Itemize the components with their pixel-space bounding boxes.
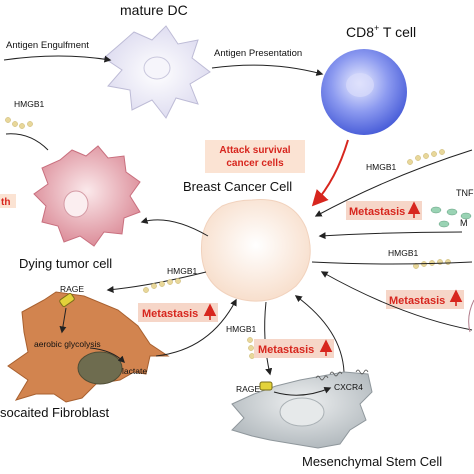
msc-nucleus: [279, 397, 325, 427]
label-mature-dc: mature DC: [120, 2, 188, 18]
label-fibroblast: socaited Fibroblast: [0, 405, 109, 420]
dying-tumor-cell: [33, 145, 141, 247]
hmgb1-label-msc: HMGB1: [226, 324, 257, 334]
metastasis-box-right-2: [386, 290, 464, 309]
hmgb1-dots-top-left: [5, 117, 33, 129]
hmgb1-dots-fibroblast: [143, 278, 181, 293]
arrow-glycolysis-to-lactate: [89, 347, 125, 363]
attack-line-1: Attack survival: [219, 145, 290, 156]
th-partial-box: [0, 194, 16, 208]
metastasis-right-1: Metastasis: [349, 206, 405, 218]
label-antigen-engulfment: Antigen Engulfment: [6, 40, 89, 51]
cxcr4-label: CXCR4: [334, 382, 363, 392]
label-cd8-t-cell: CD8+ T cell: [346, 23, 416, 40]
metastasis-fibroblast: Metastasis: [142, 308, 198, 320]
hmgb1-label-right-bottom: HMGB1: [388, 248, 419, 258]
aerobic-glycolysis-label: aerobic glycolysis: [34, 339, 101, 349]
mature-dc-nucleus: [143, 56, 171, 80]
metastasis-box-msc: [254, 339, 334, 358]
rage-label-msc: RAGE: [236, 384, 260, 394]
arrow-antigen-engulfment: [3, 55, 112, 63]
tnf-partial: TNF: [456, 188, 474, 198]
metastasis-msc: Metastasis: [258, 344, 314, 356]
lactate-label: lactate: [122, 366, 147, 376]
t-cell-nucleus: [346, 73, 374, 97]
th-partial-text: th: [1, 197, 10, 208]
arrow-msc-to-cancer: [294, 295, 345, 373]
fibroblast-cell: [7, 291, 170, 403]
rage-label-fibroblast: RAGE: [60, 284, 84, 294]
hmgb1-dots-msc: [247, 337, 255, 359]
metastasis-box-fibroblast: [138, 303, 218, 322]
label-dying-tumor-cell: Dying tumor cell: [19, 256, 112, 271]
attack-box: [205, 140, 305, 173]
label-antigen-presentation: Antigen Presentation: [214, 48, 302, 59]
arrow-cancer-to-msc: [264, 301, 273, 376]
arrow-right-mid-to-cancer: [318, 231, 463, 240]
arrow-antigen-presentation: [211, 64, 324, 76]
hmgb1-label-right-top: HMGB1: [366, 162, 397, 172]
arrow-cancer-to-dying: [140, 217, 209, 237]
arrow-right-bottom-to-cancer: [320, 271, 473, 331]
hmgb1-dots-right-top: [407, 149, 445, 165]
dying-cell-nucleus: [63, 190, 89, 218]
hmgb1-label-top-left: HMGB1: [14, 99, 45, 109]
right-edge-partial-cell: [468, 299, 474, 333]
arrow-rage-to-cxcr4: [273, 386, 332, 396]
arrow-rage-to-glycolysis: [59, 307, 67, 334]
breast-cancer-cell: [200, 199, 311, 302]
metastasis-box-right-1: [346, 201, 422, 220]
arrow-fibroblast-to-cancer: [155, 298, 237, 357]
rage-receptor-fibroblast: [59, 292, 75, 308]
arrow-t-cell-attack: [311, 139, 349, 207]
label-breast-cancer-cell: Breast Cancer Cell: [183, 179, 292, 194]
arrow-right-bottom-line: [311, 261, 473, 265]
m-partial: M: [460, 218, 468, 228]
metastasis-right-2: Metastasis: [389, 295, 445, 307]
arrow-right-top-to-cancer: [314, 149, 473, 217]
label-msc: Mesenchymal Stem Cell: [302, 454, 442, 469]
tnf-molecules: [430, 206, 472, 228]
rage-receptor-msc: [259, 381, 273, 391]
fibroblast-nucleus: [77, 351, 123, 385]
hmgb1-label-fibroblast: HMGB1: [167, 266, 198, 276]
cxcr4-receptors: [315, 369, 369, 381]
attack-line-2: cancer cells: [226, 158, 284, 169]
arrow-left-partial: [5, 133, 49, 151]
